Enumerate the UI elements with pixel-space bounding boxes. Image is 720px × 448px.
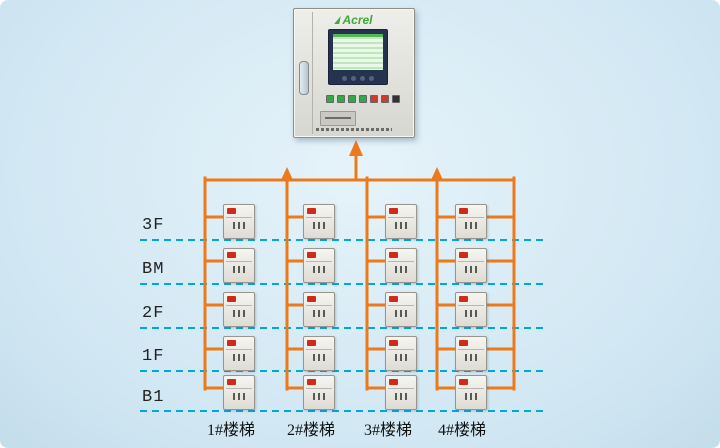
device-terminals [395, 310, 407, 317]
hmi-screen [328, 29, 388, 85]
floor-label-3f: 3F [142, 216, 165, 235]
panel-indicator [392, 95, 400, 103]
device-alarm-led [227, 296, 236, 302]
device-alarm-led [307, 296, 316, 302]
device-alarm-led [307, 208, 316, 214]
device-terminals [465, 266, 477, 273]
device-alarm-led [389, 296, 398, 302]
up-arrow [281, 167, 293, 180]
floor-label-2f: 2F [142, 304, 165, 323]
device-terminals [313, 310, 325, 317]
up-arrow [349, 140, 363, 156]
monitor-device [385, 248, 417, 283]
stair-label-1: 1#楼梯 [206, 422, 255, 439]
monitor-device [223, 248, 255, 283]
device-terminals [465, 222, 477, 229]
monitor-device [303, 248, 335, 283]
stair-label-2: 2#楼梯 [286, 422, 335, 439]
device-alarm-led [389, 208, 398, 214]
monitor-device [455, 204, 487, 239]
device-terminals [465, 354, 477, 361]
up-arrow [431, 167, 443, 180]
monitor-device [303, 204, 335, 239]
monitor-device [385, 375, 417, 410]
device-terminals [395, 266, 407, 273]
device-terminals [465, 310, 477, 317]
device-terminals [233, 393, 245, 400]
device-terminals [233, 310, 245, 317]
device-alarm-led [459, 252, 468, 258]
panel-indicator [381, 95, 389, 103]
acrel-brand: Acrel [294, 13, 414, 27]
device-alarm-led [227, 252, 236, 258]
device-terminals [313, 393, 325, 400]
stair-label-4: 4#楼梯 [437, 422, 486, 439]
device-terminals [313, 222, 325, 229]
device-terminals [233, 354, 245, 361]
monitor-device [223, 204, 255, 239]
device-alarm-led [459, 379, 468, 385]
panel-indicator [370, 95, 378, 103]
device-alarm-led [227, 208, 236, 214]
monitor-device [455, 375, 487, 410]
monitor-device [303, 336, 335, 371]
floor-label-1f: 1F [142, 347, 165, 366]
stair-label-3: 3#楼梯 [363, 422, 412, 439]
monitor-device [455, 248, 487, 283]
monitor-device [385, 292, 417, 327]
monitor-device [223, 292, 255, 327]
nameplate-text [316, 128, 392, 131]
device-alarm-led [459, 340, 468, 346]
device-alarm-led [227, 340, 236, 346]
monitor-device [223, 336, 255, 371]
glass-fuse-icon [299, 61, 309, 95]
monitor-device [385, 336, 417, 371]
device-terminals [395, 354, 407, 361]
printer-slot [320, 111, 356, 126]
hmi-screen-content [333, 34, 383, 70]
panel-indicator [348, 95, 356, 103]
acrel-logo-icon [334, 16, 342, 24]
monitor-device [223, 375, 255, 410]
indicator-buttons [326, 95, 400, 103]
monitor-device [303, 375, 335, 410]
device-terminals [313, 354, 325, 361]
device-alarm-led [459, 208, 468, 214]
monitor-device [303, 292, 335, 327]
device-alarm-led [389, 340, 398, 346]
floor-label-b1: B1 [142, 388, 165, 407]
device-terminals [313, 266, 325, 273]
monitor-device [385, 204, 417, 239]
device-alarm-led [307, 379, 316, 385]
panel-indicator [359, 95, 367, 103]
screen-buttons [335, 76, 381, 81]
device-alarm-led [459, 296, 468, 302]
monitor-device [455, 292, 487, 327]
acrel-brand-text: Acrel [342, 13, 373, 27]
panel-indicator [326, 95, 334, 103]
device-alarm-led [307, 252, 316, 258]
cabinet-door-seam [312, 12, 313, 134]
device-alarm-led [389, 252, 398, 258]
device-terminals [465, 393, 477, 400]
device-alarm-led [307, 340, 316, 346]
panel-indicator [337, 95, 345, 103]
monitor-cabinet: Acrel [293, 8, 415, 138]
floor-label-bm: BM [142, 260, 165, 279]
device-terminals [233, 266, 245, 273]
device-terminals [395, 222, 407, 229]
device-terminals [233, 222, 245, 229]
monitor-device [455, 336, 487, 371]
device-alarm-led [389, 379, 398, 385]
device-terminals [395, 393, 407, 400]
device-alarm-led [227, 379, 236, 385]
